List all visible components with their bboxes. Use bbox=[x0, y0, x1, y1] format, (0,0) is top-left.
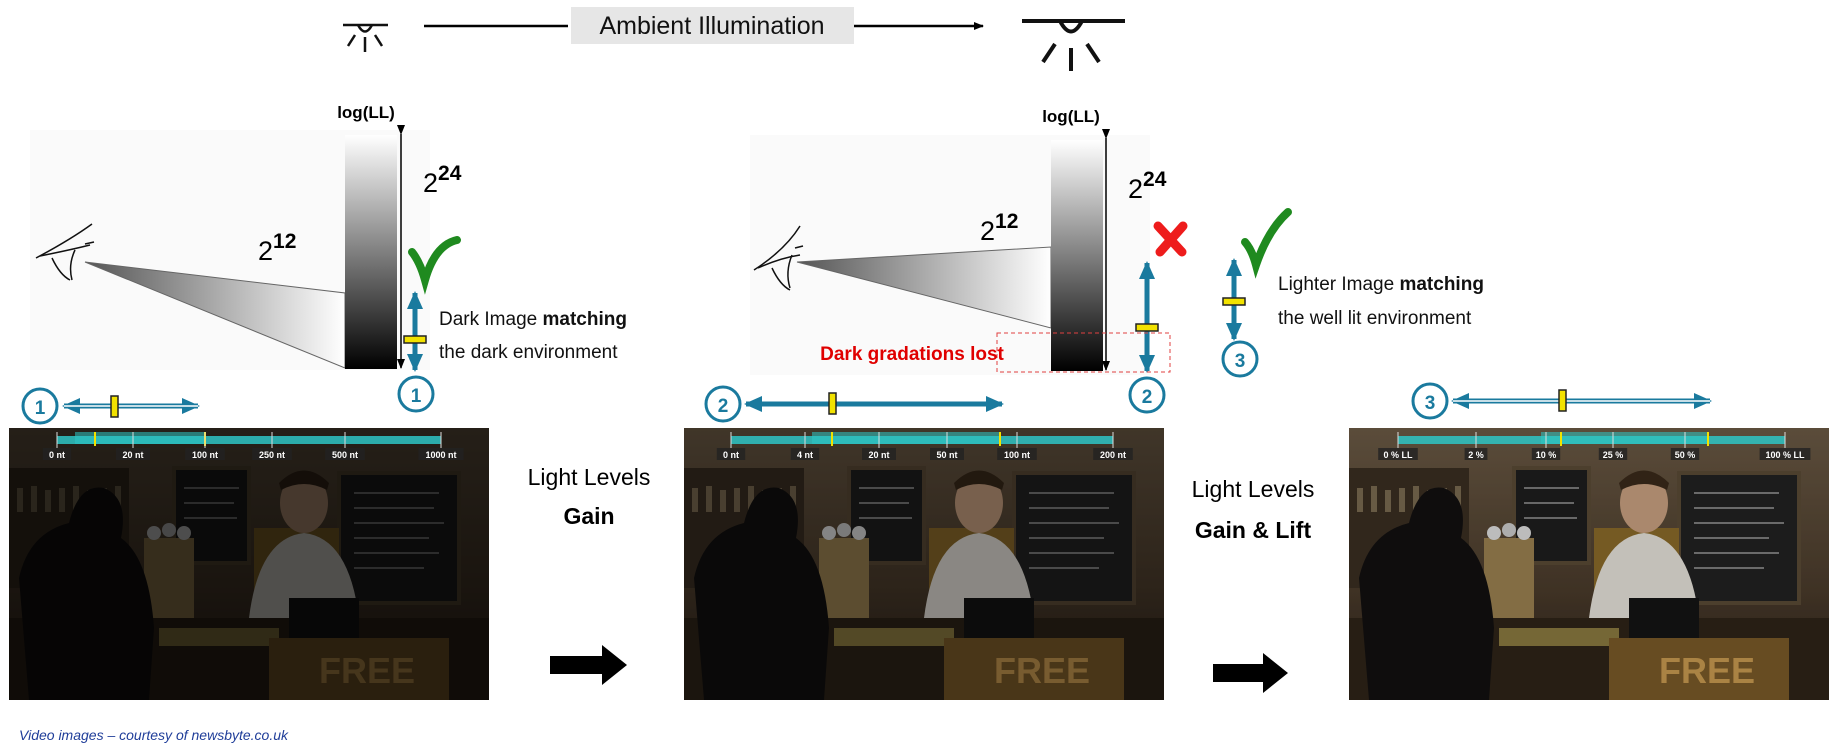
scale-label-bg bbox=[1093, 448, 1133, 460]
step-marker-2 bbox=[1128, 376, 1166, 414]
slider-marker bbox=[1135, 323, 1159, 332]
scale-label: 1000 nt bbox=[425, 450, 456, 460]
range-total-label: 224 bbox=[1128, 168, 1167, 204]
scale-label: 500 nt bbox=[332, 450, 358, 460]
image-range-1: 1 bbox=[21, 387, 200, 425]
scale-label-bg bbox=[716, 448, 746, 460]
scale-label-bg bbox=[116, 448, 150, 460]
scale-label-bg bbox=[1531, 448, 1561, 460]
eye-icon bbox=[35, 223, 95, 281]
scale-label-bg bbox=[252, 448, 292, 460]
scale-label-bg bbox=[1598, 448, 1628, 460]
dark-gradations-lost-label: Dark gradations lost bbox=[820, 344, 1004, 365]
scale-label: 10 % bbox=[1536, 450, 1557, 460]
lost-region-box bbox=[996, 332, 1171, 373]
scale-label-bg bbox=[862, 448, 896, 460]
bright-lamp-icon bbox=[1022, 19, 1125, 71]
video-frame-dark: 0 nt 20 nt 100 nt 250 nt 500 nt 1000 nt bbox=[9, 428, 489, 700]
scale-label-bg bbox=[997, 448, 1037, 460]
eye-icon bbox=[753, 225, 804, 291]
axis-label: log(LL) bbox=[337, 103, 395, 122]
scale-label: 4 nt bbox=[797, 450, 813, 460]
image-credit: Video images – courtesy of newsbyte.co.u… bbox=[19, 727, 289, 743]
caption-line-1: Lighter Image matching bbox=[1278, 274, 1484, 295]
brightness-overlay bbox=[1349, 428, 1829, 700]
caption-line-2: the dark environment bbox=[439, 342, 618, 363]
scale-label: 100 nt bbox=[1004, 450, 1030, 460]
luminance-scale-highlight bbox=[1541, 432, 1708, 444]
scale-label-bg bbox=[185, 448, 225, 460]
scale-label-bg bbox=[1670, 448, 1700, 460]
transition-2-line-2: Gain & Lift bbox=[1195, 517, 1312, 543]
slider-marker bbox=[403, 335, 427, 344]
scale-label-bg bbox=[42, 448, 72, 460]
luminance-scale-highlight bbox=[75, 432, 205, 444]
range-total-label: 224 bbox=[423, 162, 462, 198]
range-eye-label: 212 bbox=[980, 210, 1018, 246]
scale-label: 0 nt bbox=[723, 450, 739, 460]
image-range-3: 3 bbox=[1411, 382, 1712, 420]
right-panel: 3 Lighter Image matching the well lit en… bbox=[1221, 208, 1484, 378]
video-frame-gain: 0 nt 4 nt 20 nt 50 nt 100 nt 200 nt bbox=[684, 428, 1164, 700]
video-frame-gain-lift: 0 % LL 2 % 10 % 25 % 50 % 100 % LL bbox=[1349, 428, 1829, 700]
scale-label-bg bbox=[1759, 448, 1811, 460]
scale-label-bg bbox=[790, 448, 820, 460]
step-marker-label: 2 bbox=[718, 396, 729, 417]
scale-label: 100 % LL bbox=[1765, 450, 1805, 460]
right-arrow-icon bbox=[1213, 653, 1288, 693]
slider-marker bbox=[1558, 389, 1567, 412]
step-marker-label: 3 bbox=[1235, 351, 1246, 372]
step-marker-label: 3 bbox=[1425, 393, 1436, 414]
brightness-overlay bbox=[684, 428, 1164, 700]
ambient-title-box bbox=[571, 7, 854, 44]
scale-label-bg bbox=[930, 448, 964, 460]
range-eye-label: 212 bbox=[258, 230, 296, 266]
scale-label: 250 nt bbox=[259, 450, 285, 460]
caption-line-2: the well lit environment bbox=[1278, 308, 1472, 329]
slider-marker bbox=[828, 392, 837, 415]
dim-lamp-icon bbox=[343, 23, 388, 52]
luminance-scale-bar bbox=[57, 436, 441, 444]
step-marker-label: 1 bbox=[411, 386, 422, 407]
transition-1-line-1: Light Levels bbox=[528, 464, 651, 490]
step-marker-1 bbox=[397, 375, 435, 413]
middle-panel: log(LL) 224 212 Dark gradations lost 2 bbox=[750, 107, 1188, 414]
scale-label: 200 nt bbox=[1100, 450, 1126, 460]
scale-label: 25 % bbox=[1603, 450, 1624, 460]
scale-label: 100 nt bbox=[192, 450, 218, 460]
slider-marker bbox=[110, 395, 119, 418]
axis-label: log(LL) bbox=[1042, 107, 1100, 126]
luminance-scale-highlight bbox=[812, 432, 1000, 444]
scale-label: 20 nt bbox=[122, 450, 143, 460]
scale-label-bg bbox=[418, 448, 464, 460]
transition-2-line-1: Light Levels bbox=[1192, 476, 1315, 502]
step-marker-label: 2 bbox=[1142, 387, 1153, 408]
scale-label: 2 % bbox=[1468, 450, 1484, 460]
luminance-gradient-bar bbox=[345, 135, 397, 369]
scale-label: 50 % bbox=[1675, 450, 1696, 460]
scale-label: 20 nt bbox=[868, 450, 889, 460]
right-arrow-icon bbox=[550, 645, 627, 685]
luminance-gradient-bar bbox=[1051, 140, 1103, 371]
left-panel: log(LL) 224 212 Dark Image matching the … bbox=[30, 103, 627, 413]
scale-label: 0 % LL bbox=[1383, 450, 1413, 460]
scale-label-bg bbox=[325, 448, 365, 460]
scale-label: 0 nt bbox=[49, 450, 65, 460]
transition-1-line-2: Gain bbox=[563, 503, 614, 529]
image-range-2: 2 bbox=[704, 385, 1004, 423]
step-marker-3 bbox=[1221, 340, 1259, 378]
check-icon bbox=[1241, 208, 1292, 279]
check-icon bbox=[408, 236, 461, 295]
caption-line-1: Dark Image matching bbox=[439, 309, 627, 330]
step-marker-label: 1 bbox=[35, 398, 46, 419]
scale-label: 50 nt bbox=[936, 450, 957, 460]
scale-label-bg bbox=[1378, 448, 1418, 460]
slider-marker bbox=[1222, 297, 1246, 306]
cross-icon bbox=[1153, 221, 1188, 257]
brightness-overlay bbox=[9, 428, 489, 700]
scale-label-bg bbox=[1464, 448, 1488, 460]
ambient-title: Ambient Illumination bbox=[599, 12, 824, 40]
